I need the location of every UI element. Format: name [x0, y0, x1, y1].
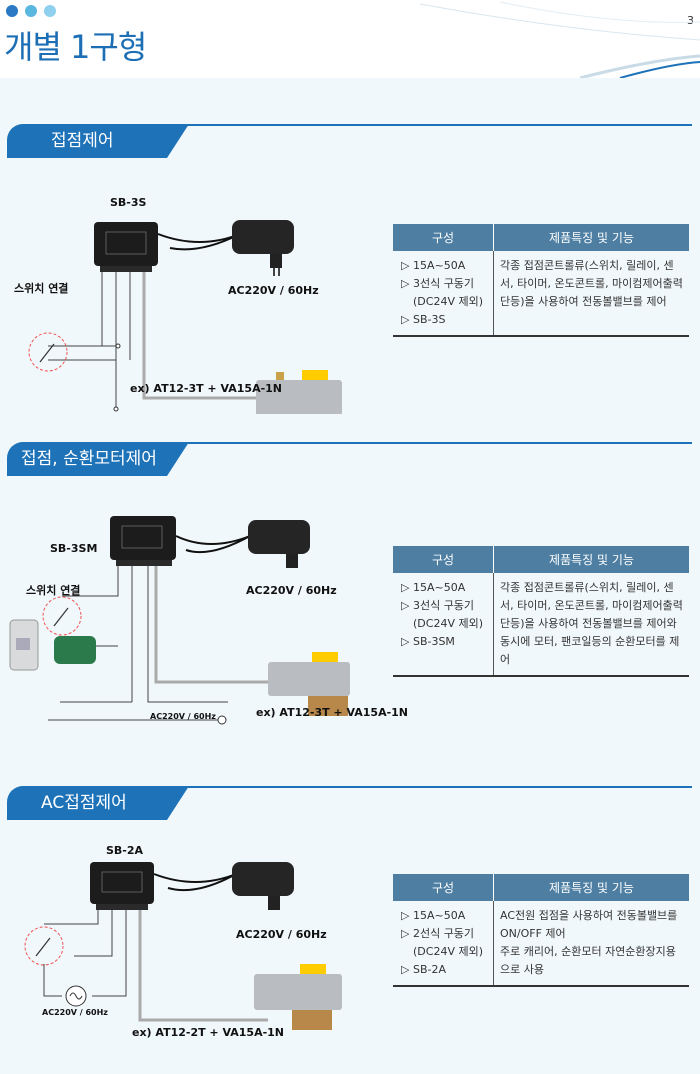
page-title: 개별 1구형	[4, 28, 147, 66]
spec-table: 구성 제품특징 및 기능 ▷ 15A~50A ▷ 2선식 구동기 (DC24V …	[393, 874, 689, 987]
section-divider	[185, 124, 692, 126]
power-label: AC220V / 60Hz	[246, 584, 337, 597]
motor-power-label: AC220V / 60Hz	[150, 712, 216, 721]
header-composition: 구성	[393, 224, 494, 251]
section-divider	[185, 786, 692, 788]
header-composition: 구성	[393, 546, 494, 573]
wiring-diagram	[28, 220, 342, 414]
section-contact-motor-control: 접점, 순환모터제어 SB-3SM 스위치 연결 AC220V / 60Hz A…	[0, 442, 700, 762]
model-label: SB-3SM	[50, 542, 98, 555]
header-features: 제품특징 및 기능	[493, 546, 689, 573]
switch-label: 스위치 연결	[14, 282, 69, 295]
wiring-diagram	[9, 516, 350, 725]
power-label: AC220V / 60Hz	[236, 928, 327, 941]
composition-cell: ▷ 15A~50A ▷ 2선식 구동기 (DC24V 제외) ▷ SB-2A	[393, 901, 494, 986]
example-label: ex) AT12-3T + VA15A-1N	[130, 382, 283, 395]
composition-cell: ▷ 15A~50A ▷ 3선식 구동기 (DC24V 제외) ▷ SB-3SM	[393, 573, 494, 676]
example-label: ex) AT12-2T + VA15A-1N	[132, 1026, 285, 1039]
section-contact-control: 접점제어 SB-3S 스위치 연결 AC220V / 60Hz ex) AT	[0, 124, 700, 414]
dot-icon	[25, 5, 37, 17]
model-label: SB-2A	[106, 844, 144, 857]
header-features: 제품특징 및 기능	[493, 224, 689, 251]
power-label: AC220V / 60Hz	[228, 284, 319, 297]
spec-table: 구성 제품특징 및 기능 ▷ 15A~50A ▷ 3선식 구동기 (DC24V …	[393, 546, 689, 677]
composition-cell: ▷ 15A~50A ▷ 3선식 구동기 (DC24V 제외) ▷ SB-3S	[393, 251, 494, 336]
dot-icon	[44, 5, 56, 17]
model-label: SB-3S	[110, 196, 147, 209]
section-title: AC접점제어	[7, 786, 189, 820]
page-header: 개별 1구형 3	[0, 0, 700, 78]
swoosh-decoration	[419, 1, 700, 78]
wiring-diagram	[24, 862, 342, 1030]
section-title: 접점제어	[7, 124, 189, 158]
switch-label: 스위치 연결	[26, 584, 81, 597]
header-composition: 구성	[393, 874, 494, 901]
section-title: 접점, 순환모터제어	[7, 442, 189, 476]
features-cell: 각종 접점콘트롤류(스위치, 릴레이, 센서, 타이머, 온도콘트롤, 마이컴제…	[500, 581, 683, 666]
header-features: 제품특징 및 기능	[493, 874, 689, 901]
features-cell: 각종 접점콘트롤류(스위치, 릴레이, 센서, 타이머, 온도콘트롤, 마이컴제…	[500, 259, 683, 308]
dot-icon	[6, 5, 18, 17]
features-cell: AC전원 접점을 사용하여 전동볼밸브를 ON/OFF 제어 주로 캐리어, 순…	[500, 909, 678, 976]
section-ac-contact-control: AC접점제어 SB-2A AC220V / 60Hz AC220V / 60Hz…	[0, 786, 700, 1074]
source-power-label: AC220V / 60Hz	[42, 1008, 108, 1017]
page-number: 3	[687, 14, 694, 27]
example-label: ex) AT12-3T + VA15A-1N	[256, 706, 409, 719]
section-divider	[185, 442, 692, 444]
spec-table: 구성 제품특징 및 기능 ▷ 15A~50A ▷ 3선식 구동기 (DC24V …	[393, 224, 689, 337]
